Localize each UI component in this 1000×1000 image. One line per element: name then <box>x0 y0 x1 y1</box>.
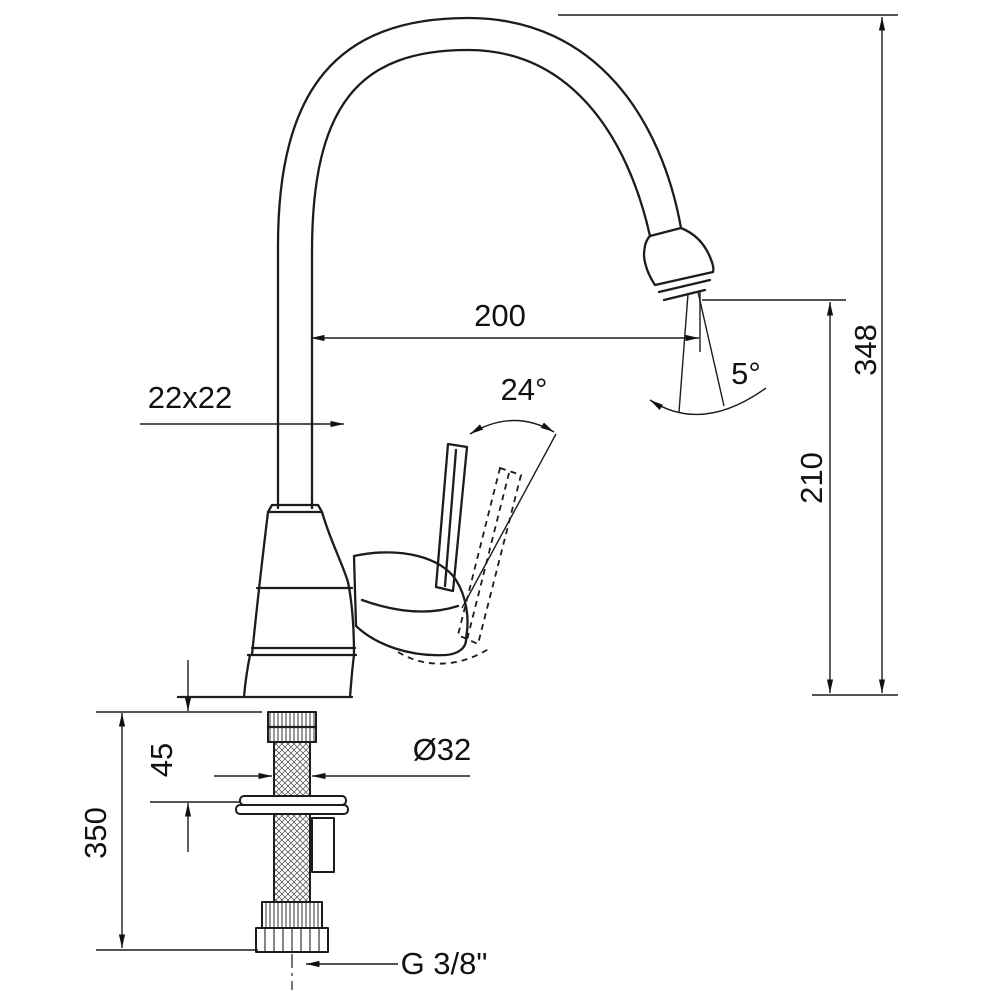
handle-phantom <box>456 466 523 646</box>
dim-45-text: 45 <box>144 743 179 777</box>
dim-dia32: Ø32 <box>214 732 472 780</box>
body-left-edge <box>250 510 270 657</box>
base-right-edge <box>348 653 356 699</box>
dim-348-text: 348 <box>848 324 883 376</box>
dim-350: 350 <box>78 713 258 951</box>
spout-tube-inner <box>310 48 652 510</box>
dim-5deg-arc <box>649 387 767 416</box>
dim-thread: G 3/8" <box>306 946 487 981</box>
dim-5deg-text: 5° <box>731 356 761 391</box>
dim-200-text: 200 <box>474 298 526 333</box>
base-left-edge <box>242 653 252 699</box>
dim-210: 210 <box>702 299 846 693</box>
handle-lever-contour <box>360 598 460 613</box>
spout-tube-outer <box>276 16 683 510</box>
spout-aerator <box>657 278 712 302</box>
mounting-hardware <box>235 711 349 990</box>
dim-22x22: 22x22 <box>140 380 344 428</box>
connection-nut <box>255 927 329 953</box>
handle-phantom-bottom-arc <box>397 647 491 665</box>
dim-348: 348 <box>558 14 898 696</box>
dim-5deg-leader-2 <box>697 291 725 407</box>
dim-350-text: 350 <box>78 807 113 859</box>
dim-24deg-arc <box>469 419 555 435</box>
dim-45: 45 <box>96 660 262 852</box>
dim-210-text: 210 <box>794 452 829 504</box>
dim-dia32-text: Ø32 <box>413 732 472 767</box>
threaded-shank-upper <box>273 741 311 799</box>
dim-22x22-text: 22x22 <box>148 380 232 415</box>
hose-connector <box>311 817 335 873</box>
mounting-flange-top <box>239 795 347 806</box>
body-right-edge <box>320 510 356 657</box>
dim-24deg: 24° <box>461 372 557 609</box>
faucet-outline <box>176 16 715 699</box>
handle-blade <box>434 442 469 593</box>
body-collar <box>266 503 324 514</box>
spout-tip <box>642 226 715 287</box>
dim-5deg-leader-1 <box>678 293 689 413</box>
lock-nut <box>261 901 323 929</box>
dim-thread-text: G 3/8" <box>401 946 488 981</box>
dim-24deg-text: 24° <box>501 372 548 407</box>
handle-phantom-inner-line <box>466 472 510 641</box>
body-joint-lines <box>250 586 357 650</box>
dim-5deg: 5° <box>649 291 767 416</box>
dim-200: 200 <box>311 290 701 352</box>
dim-24deg-leader <box>461 433 557 609</box>
threaded-shank-lower <box>273 813 311 903</box>
handle-blade-inner-line <box>443 448 458 588</box>
mounting-flange-bottom <box>235 804 349 815</box>
